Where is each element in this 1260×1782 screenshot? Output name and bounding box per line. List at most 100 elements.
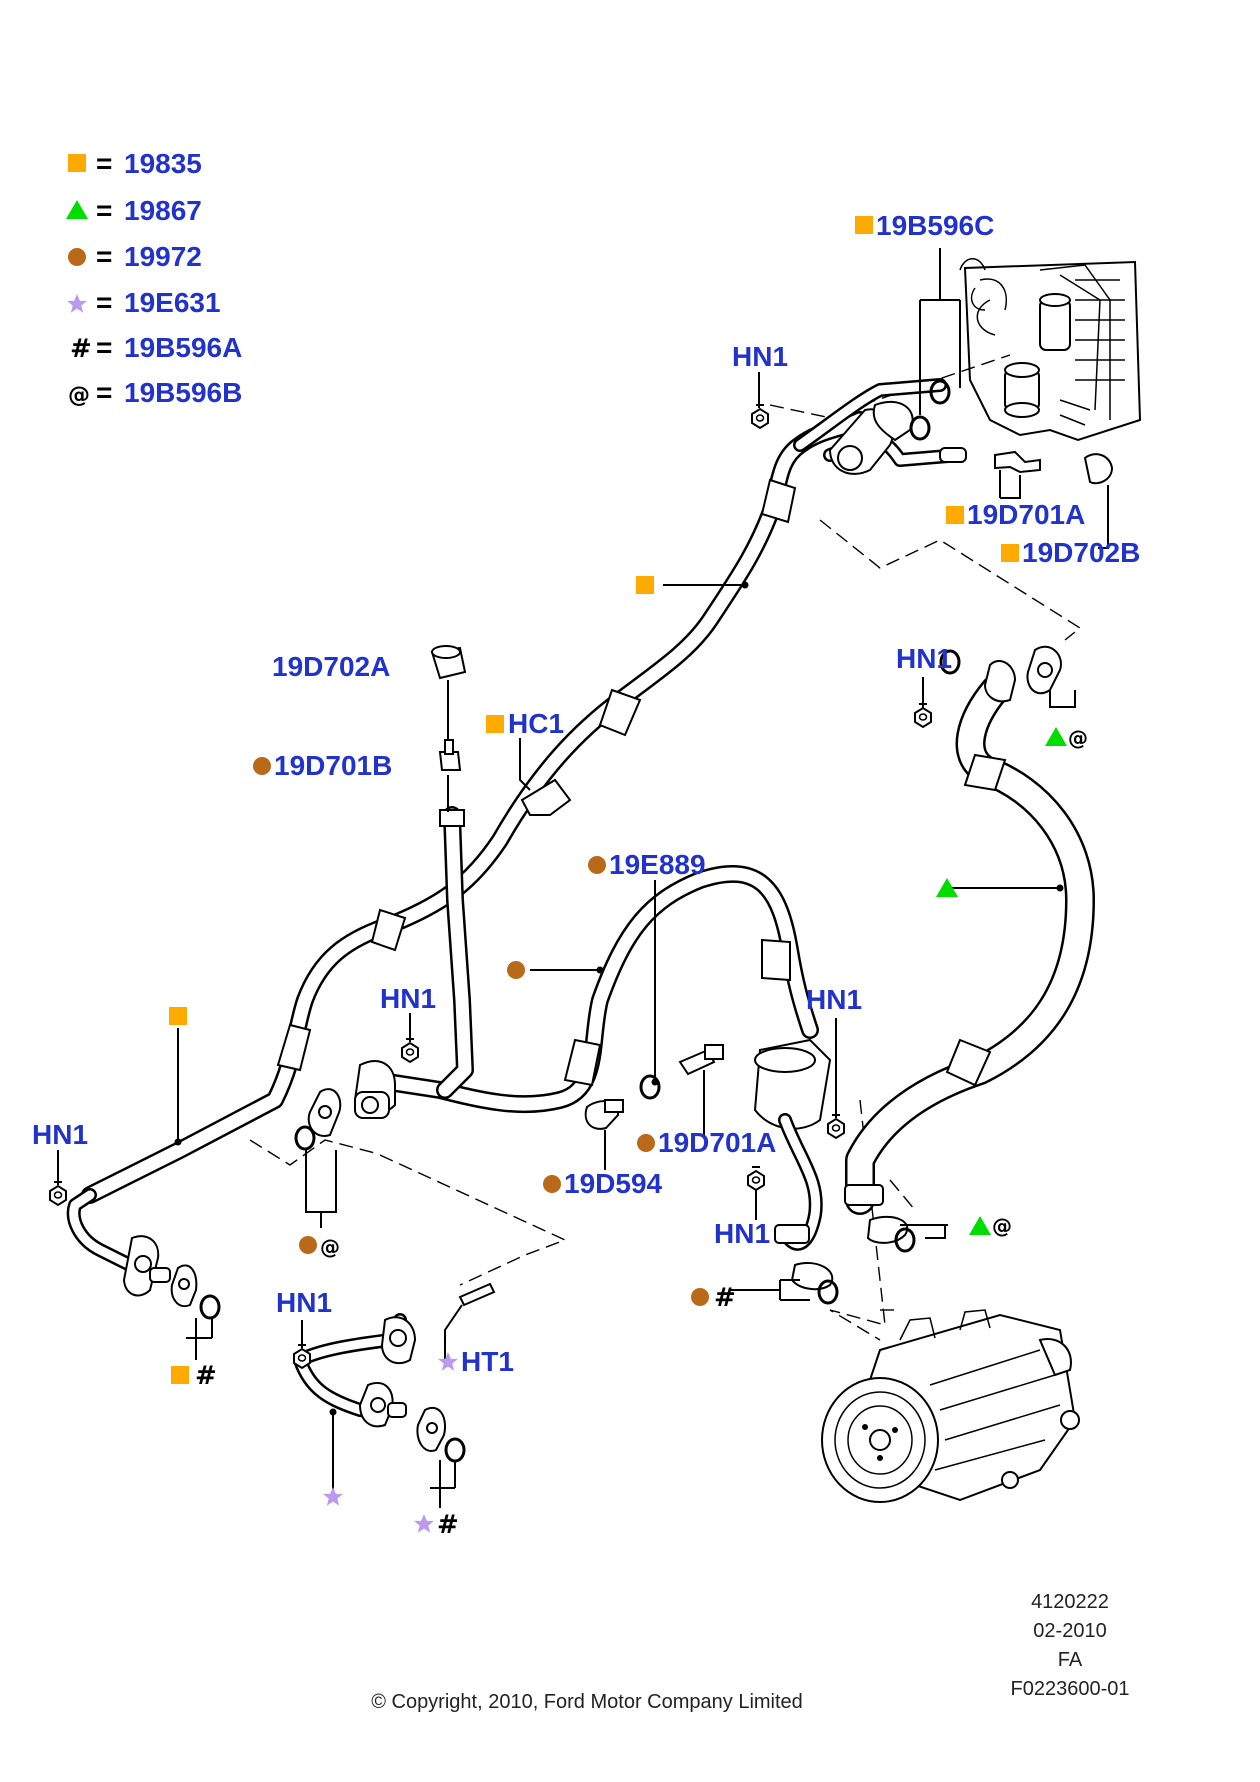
oring-19B596A-left bbox=[199, 1294, 221, 1320]
label-hn1-right: HN1 bbox=[896, 643, 952, 674]
hash-icon: # bbox=[714, 1283, 736, 1313]
callout-19D702B: 19D702B bbox=[1001, 537, 1140, 568]
label-19D701B: 19D701B bbox=[274, 750, 392, 781]
hash-icon: # bbox=[437, 1510, 459, 1540]
label-19D702A: 19D702A bbox=[272, 651, 390, 682]
at-icon: @ bbox=[320, 1235, 340, 1259]
nut-hn1-mid bbox=[401, 1038, 419, 1063]
callout-brown-at-left: @ bbox=[299, 1235, 340, 1259]
nut-hn1-left bbox=[49, 1181, 67, 1206]
legend-row-19835: = 19835 bbox=[68, 148, 202, 179]
square-icon bbox=[486, 715, 504, 733]
square-icon bbox=[68, 154, 86, 172]
star-icon bbox=[414, 1514, 434, 1533]
callout-brown-hash: # bbox=[691, 1283, 736, 1313]
square-icon bbox=[171, 1366, 189, 1384]
legend: = 19835 = 19867 = 19972 = 19E631 # = 19B… bbox=[66, 148, 242, 408]
circle-icon bbox=[543, 1175, 561, 1193]
legend-code: 19835 bbox=[124, 148, 202, 179]
star-icon bbox=[323, 1487, 343, 1506]
legend-equals: = bbox=[96, 195, 112, 226]
legend-equals: = bbox=[96, 377, 112, 408]
copyright-notice: © Copyright, 2010, Ford Motor Company Li… bbox=[371, 1691, 803, 1713]
compressor-illustration bbox=[821, 1309, 1080, 1503]
fa-code: FA bbox=[1058, 1649, 1083, 1671]
label-19B596C: 19B596C bbox=[876, 210, 994, 241]
legend-equals: = bbox=[96, 332, 112, 363]
hash-icon: # bbox=[70, 334, 92, 364]
figure-number: F0223600-01 bbox=[1011, 1678, 1130, 1700]
label-19E889: 19E889 bbox=[609, 849, 706, 880]
label-hn1-center: HN1 bbox=[806, 984, 862, 1015]
square-icon bbox=[1001, 544, 1019, 562]
label-hn1-left: HN1 bbox=[32, 1119, 88, 1150]
alignment-lines bbox=[249, 354, 1082, 1341]
circle-icon bbox=[588, 856, 606, 874]
legend-equals: = bbox=[96, 287, 112, 318]
callout-19D701B: 19D701B bbox=[253, 750, 392, 781]
callout-ht1: HT1 bbox=[438, 1346, 514, 1377]
label-19D701A-mid: 19D701A bbox=[658, 1127, 776, 1158]
square-icon bbox=[855, 216, 873, 234]
evaporator-illustration bbox=[959, 258, 1142, 442]
legend-code: 19B596A bbox=[124, 332, 242, 363]
star-icon bbox=[67, 294, 87, 313]
callout-19D701A-top: 19D701A bbox=[946, 499, 1085, 530]
circle-icon bbox=[68, 248, 86, 266]
liquid-line-19972 bbox=[353, 806, 832, 1251]
legend-equals: = bbox=[96, 241, 112, 272]
label-hn1-top: HN1 bbox=[732, 341, 788, 372]
label-19D701A-top: 19D701A bbox=[967, 499, 1085, 530]
nut-hn1-center bbox=[827, 1114, 845, 1139]
star-icon bbox=[438, 1352, 458, 1371]
label-19D594: 19D594 bbox=[564, 1168, 663, 1199]
footer: 4120222 02-2010 FA F0223600-01 © Copyrig… bbox=[371, 1591, 1129, 1713]
triangle-icon bbox=[1045, 727, 1067, 746]
circle-icon bbox=[253, 757, 271, 775]
legend-row-19B596A: # = 19B596A bbox=[70, 332, 242, 364]
label-hn1-lower: HN1 bbox=[714, 1218, 770, 1249]
leader-lines bbox=[57, 248, 1109, 1508]
legend-row-19867: = 19867 bbox=[66, 195, 202, 226]
label-hn1-bottom: HN1 bbox=[276, 1287, 332, 1318]
label-hc1: HC1 bbox=[508, 708, 564, 739]
callout-19E889: 19E889 bbox=[588, 849, 706, 880]
legend-code: 19867 bbox=[124, 195, 202, 226]
legend-row-19B596B: @ = 19B596B bbox=[68, 377, 242, 408]
legend-code: 19E631 bbox=[124, 287, 221, 318]
callout-19D701A-mid: 19D701A bbox=[637, 1127, 776, 1158]
square-icon bbox=[946, 506, 964, 524]
legend-row-19972: = 19972 bbox=[68, 241, 202, 272]
legend-code: 19B596B bbox=[124, 377, 242, 408]
nut-hn1-top bbox=[751, 404, 769, 429]
circle-icon bbox=[299, 1236, 317, 1254]
label-ht1: HT1 bbox=[461, 1346, 514, 1377]
part-labels: 19B596C HN1 19D701A 19D702B 19D702A HC1 … bbox=[32, 210, 1140, 1540]
oring-19B596A-bottom bbox=[444, 1437, 466, 1463]
square-icon bbox=[636, 576, 654, 594]
discharge-line-19867 bbox=[844, 660, 1095, 1215]
fittings-and-seals bbox=[49, 379, 1114, 1463]
callout-19D594: 19D594 bbox=[543, 1168, 663, 1199]
callout-19B596C: 19B596C bbox=[855, 210, 994, 241]
hash-icon: # bbox=[195, 1361, 217, 1391]
legend-equals: = bbox=[96, 148, 112, 179]
oring-19B596B-left bbox=[294, 1125, 316, 1151]
label-hn1-mid: HN1 bbox=[380, 983, 436, 1014]
circle-icon bbox=[637, 1134, 655, 1152]
ref-number: 4120222 bbox=[1031, 1591, 1109, 1613]
triangle-icon bbox=[66, 200, 88, 219]
oring-19B596C-2 bbox=[909, 415, 931, 441]
at-icon: @ bbox=[1068, 726, 1088, 750]
callout-star-hash: # bbox=[414, 1510, 459, 1540]
nut-hn1-bottom bbox=[293, 1344, 311, 1369]
date-code: 02-2010 bbox=[1033, 1620, 1106, 1642]
callout-triangle-at-right: @ bbox=[1045, 726, 1088, 750]
label-19D702B: 19D702B bbox=[1022, 537, 1140, 568]
at-icon: @ bbox=[68, 383, 90, 408]
nut-hn1-lower bbox=[747, 1166, 765, 1191]
circle-icon bbox=[691, 1288, 709, 1306]
legend-code: 19972 bbox=[124, 241, 202, 272]
at-icon: @ bbox=[992, 1214, 1012, 1238]
